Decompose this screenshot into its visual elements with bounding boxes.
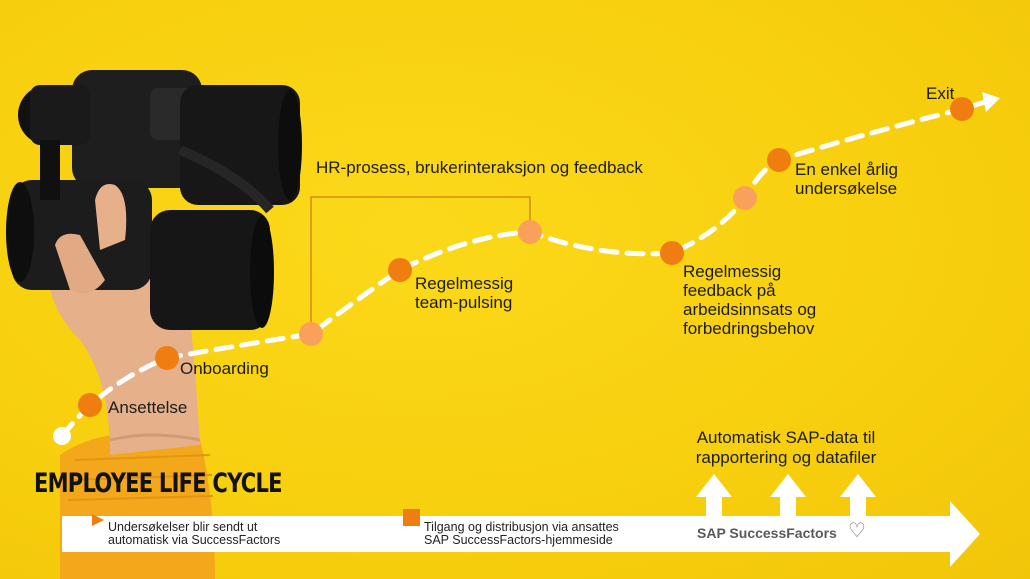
milestone-ansettelse (78, 393, 102, 417)
square-bullet-icon (403, 509, 420, 526)
team-pulsing-label: Regelmessig team-pulsing (415, 274, 514, 312)
up-arrow-icon-2 (770, 474, 806, 520)
sap-successfactors-logo: SAP SuccessFactors (697, 525, 837, 541)
bottom-bar-arrow (62, 501, 980, 567)
play-bullet-icon (92, 514, 104, 526)
hr-process-label: HR-prosess, brukerinteraksjon og feedbac… (316, 158, 643, 177)
bottom-bar-item-1: Undersøkelser blir sendt ut automatisk v… (108, 520, 281, 547)
milestone-exit (950, 97, 974, 121)
milestone-hr-start (299, 322, 323, 346)
milestone-onboarding (155, 346, 179, 370)
milestone-pre-survey (733, 186, 757, 210)
milestone-hr-mid (518, 220, 542, 244)
hr-process-bracket (310, 196, 531, 330)
feedback-label: Regelmessig feedback på arbeidsinnsats o… (683, 262, 817, 338)
page-title: EMPLOYEE LIFE CYCLE (34, 468, 282, 499)
ansettelse-label: Ansettelse (108, 398, 188, 417)
start-dot (53, 427, 71, 445)
exit-label: Exit (926, 84, 955, 103)
survey-label: En enkel årlig undersøkelse (795, 160, 899, 198)
milestone-survey (767, 148, 791, 172)
milestone-feedback (660, 241, 684, 265)
up-arrow-icon-3 (840, 474, 876, 520)
milestone-team-pulsing (388, 258, 412, 282)
bottom-bar-item-2: Tilgang og distribusjon via ansattes SAP… (424, 520, 619, 547)
heart-icon: ♡ (848, 520, 866, 542)
binoculars-icon (6, 70, 302, 330)
onboarding-label: Onboarding (180, 359, 269, 378)
up-arrow-icon-1 (696, 474, 732, 520)
auto-data-label: Automatisk SAP-data til rapportering og … (695, 428, 877, 467)
exit-arrow-icon (982, 92, 1000, 112)
sleeve (60, 432, 215, 579)
